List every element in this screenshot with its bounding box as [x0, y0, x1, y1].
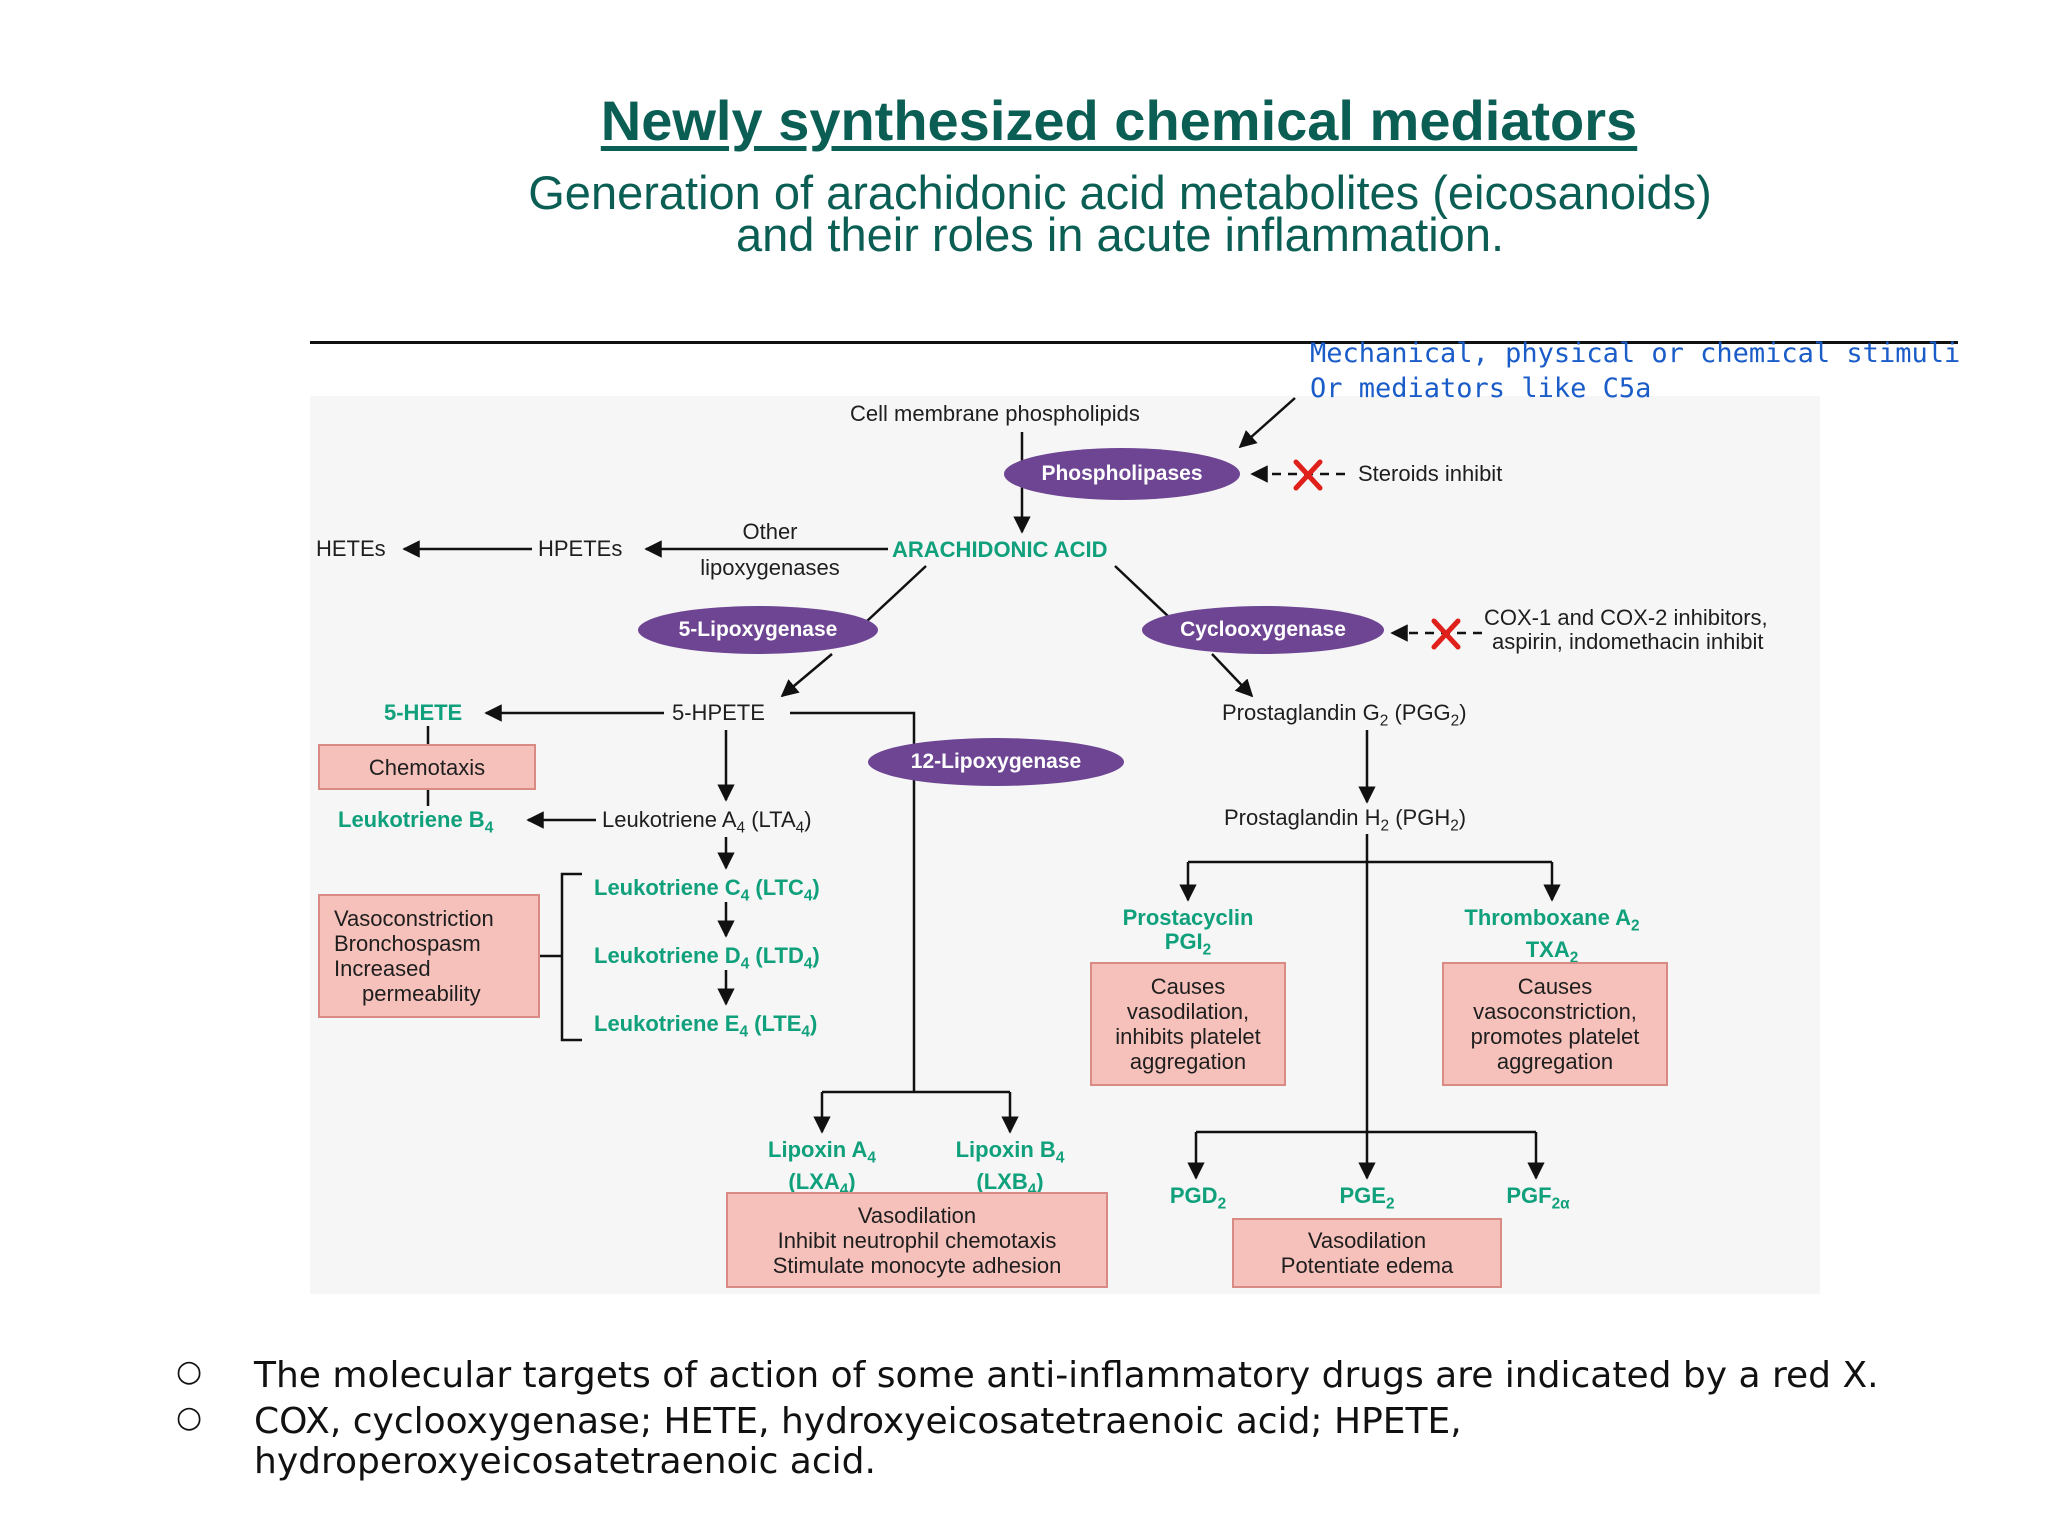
lipoxin-b4-label: Lipoxin B4 (LXB4) [955, 1137, 1065, 1199]
leukotriene-c4-label: Leukotriene C4 (LTC4) [594, 875, 820, 905]
aa-to-5lox-line [865, 565, 927, 623]
cox-inhibit-x [1431, 618, 1461, 650]
cox-inhibitors-label-line2: aspirin, indomethacin inhibit [1492, 629, 1764, 654]
leukotriene-e4-label: Leukotriene E4 (LTE4) [594, 1011, 818, 1041]
leukotriene-d4-label: Leukotriene D4 (LTD4) [594, 943, 820, 973]
5-lipoxygenase-enzyme: 5-Lipoxygenase [638, 606, 878, 654]
steroids-inhibit-label: Steroids inhibit [1358, 461, 1503, 486]
phospholipases-enzyme: Phospholipases [1004, 448, 1240, 500]
prostaglandin-g2-label: Prostaglandin G2 (PGG2) [1222, 700, 1467, 730]
page-title: Newly synthesized chemical mediators [600, 89, 1638, 152]
divider-rule [310, 341, 1958, 344]
cox-to-pgg2-arrow [1211, 653, 1254, 698]
prostacyclin-effects-box: Causes vasodilation, inhibits platelet a… [1090, 962, 1286, 1086]
footnote-item: ○ COX, cyclooxygenase; HETE, hydroxyeico… [176, 1400, 1462, 1482]
stimuli-arrow [1238, 397, 1296, 449]
footnote-list: ○ The molecular targets of action of som… [176, 1354, 1966, 1488]
bullet-circle-icon: ○ [176, 1400, 203, 1435]
bullet-circle-icon: ○ [176, 1354, 203, 1389]
prostaglandin-h2-label: Prostaglandin H2 (PGH2) [1224, 805, 1467, 835]
prostacyclin-label: Prostacyclin PGI2 [1122, 905, 1254, 959]
hpetes-label: HPETEs [538, 536, 623, 561]
thromboxane-effects-box: Causes vasoconstriction, promotes platel… [1442, 962, 1668, 1086]
chemotaxis-effect-box: Chemotaxis [318, 744, 536, 790]
leukotriene-b4-label: Leukotriene B4 [338, 807, 494, 837]
leukotriene-effects-box: Vasoconstriction Bronchospasm Increased … [318, 894, 540, 1018]
lipoxin-a4-label: Lipoxin A4 (LXA4) [768, 1137, 876, 1199]
other-label: Other [742, 519, 798, 544]
pge2-label: PGE2 [1339, 1183, 1395, 1213]
pgf2a-label: PGF2α [1506, 1183, 1570, 1213]
aa-to-cox-line [1114, 565, 1171, 619]
12-lipoxygenase-enzyme: 12-Lipoxygenase [868, 738, 1124, 786]
stimuli-annotation: Mechanical, physical or chemical stimuli… [1310, 338, 1961, 404]
cox-inhibitors-label-line1: COX-1 and COX-2 inhibitors, [1484, 605, 1768, 630]
pgd2-label: PGD2 [1169, 1183, 1227, 1213]
5-hete-label: 5-HETE [384, 700, 463, 725]
footnote-item: ○ The molecular targets of action of som… [176, 1354, 1879, 1396]
leukotriene-bracket [560, 872, 582, 1042]
leukotriene-a4-label: Leukotriene A4 (LTA4) [602, 807, 812, 837]
lipoxin-effects-box: Vasodilation Inhibit neutrophil chemotax… [726, 1192, 1108, 1288]
5lox-to-5hpete-arrow [780, 653, 833, 698]
5hpete-to-12lox-line [790, 711, 916, 1092]
pge2-effects-box: Vasodilation Potentiate edema [1232, 1218, 1502, 1288]
cell-membrane-label: Cell membrane phospholipids [850, 401, 1140, 426]
page-subtitle: Generation of arachidonic acid metabolit… [528, 166, 1712, 261]
cyclooxygenase-enzyme: Cyclooxygenase [1142, 606, 1384, 654]
5-hpete-label: 5-HPETE [672, 700, 765, 725]
thromboxane-label: Thromboxane A2 TXA2 [1464, 905, 1640, 967]
lipoxygenases-label: lipoxygenases [700, 555, 840, 580]
arachidonic-acid-label: ARACHIDONIC ACID [892, 537, 1108, 562]
steroid-inhibit-x [1293, 459, 1323, 491]
hetes-label: HETEs [316, 536, 386, 561]
figure-background [310, 396, 1820, 1294]
